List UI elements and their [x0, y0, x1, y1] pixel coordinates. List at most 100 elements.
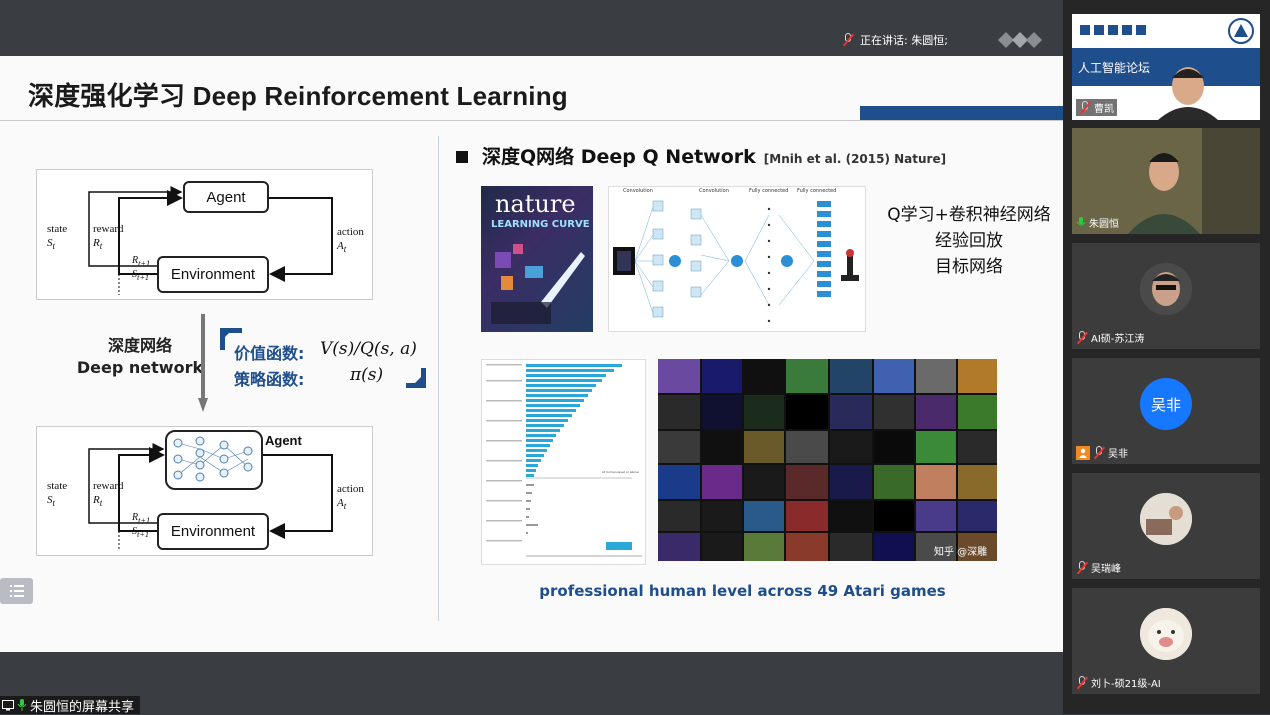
deep-network-caption: 深度网络 Deep network: [40, 335, 240, 379]
participant-name-tag: 吴瑞峰: [1076, 560, 1121, 575]
agent-label: Agent: [265, 433, 302, 448]
participant-name: 曹凯: [1094, 104, 1114, 115]
function-callout: 价值函数: V(s)/Q(s, a) 策略函数: π(s): [220, 328, 430, 390]
layer-label-fc2: Fully connected: [797, 188, 837, 194]
agent-network-node: [165, 430, 263, 490]
mic-on-icon: [17, 699, 27, 711]
university-logo-icon: [1080, 25, 1146, 35]
participant-name: 刘卜-硕21级-AI: [1091, 679, 1161, 690]
next-reward-label: Rt+1: [132, 255, 151, 268]
cover-art: [491, 244, 585, 324]
dqn-title: 深度Q网络 Deep Q Network: [482, 146, 756, 168]
value-function-math: V(s)/Q(s, a): [320, 339, 417, 359]
bullet-square-icon: [456, 151, 468, 163]
mic-on-icon: [1076, 216, 1086, 225]
participant-video: [1072, 128, 1260, 234]
rl-arrows-top: [88, 186, 333, 295]
value-function-label: 价值函数:: [234, 344, 305, 363]
participant-tile[interactable]: 吴非 吴非: [1072, 358, 1260, 464]
atari-screens-mosaic: [658, 359, 997, 561]
mic-muted-icon: [1079, 100, 1091, 115]
layer-label-conv1: Convolution: [623, 188, 653, 194]
feature-item: Q学习+卷积神经网络: [887, 205, 1051, 225]
participant-name-tag: AI硕-苏江涛: [1076, 330, 1144, 345]
nature-logo: nature: [495, 190, 576, 218]
next-state-label: St+1: [132, 269, 150, 282]
screen-share-indicator[interactable]: 朱圆恒的屏幕共享: [0, 696, 141, 715]
neural-network-icon: [173, 436, 253, 482]
next-reward-label: Rt+1: [132, 512, 151, 525]
meeting-bottom-bar: [0, 652, 1063, 714]
active-speaker-indicator: 正在讲话: 朱圆恒;: [842, 30, 948, 50]
title-underline: [0, 120, 1063, 121]
participant-name: 吴非: [1108, 449, 1128, 460]
mic-muted-icon: [842, 33, 854, 47]
layer-label-fc1: Fully connected: [749, 188, 789, 194]
policy-function-label: 策略函数:: [234, 370, 305, 389]
slide-title: 深度强化学习 Deep Reinforcement Learning: [28, 81, 568, 111]
rl-arrows-bottom: [88, 443, 333, 551]
games-watermark: 知乎 @深雕: [934, 547, 988, 558]
forum-title: 人工智能论坛: [1078, 61, 1151, 75]
dqn-architecture-figure: Convolution Convolution Fully connected …: [608, 186, 866, 332]
participant-name-tag: 刘卜-硕21级-AI: [1076, 675, 1161, 690]
list-menu-icon: [9, 585, 24, 597]
nature-headline: LEARNING CURVE: [491, 219, 590, 230]
atari-games-grid: 知乎 @深雕: [658, 359, 997, 561]
deep-network-cn: 深度网络: [107, 336, 172, 355]
forum-banner: 人工智能论坛: [1072, 48, 1260, 86]
feature-item: 经验回放: [935, 231, 1003, 251]
mic-muted-icon: [1076, 330, 1088, 345]
nature-cover-image: nature LEARNING CURVE: [481, 186, 593, 332]
active-speaker-label: 正在讲话: 朱圆恒;: [860, 34, 948, 47]
environment-node: Environment: [157, 256, 269, 293]
participant-name: 朱圆恒: [1089, 219, 1119, 230]
dqn-heading: 深度Q网络 Deep Q Network [Mnih et al. (2015)…: [456, 142, 946, 169]
participant-tile[interactable]: 朱圆恒: [1072, 128, 1260, 234]
callout-brackets: [220, 328, 426, 388]
feature-item: 目标网络: [935, 257, 1003, 277]
layer-label-conv2: Convolution: [699, 188, 729, 194]
title-accent-bar: [860, 106, 1063, 120]
bar-chart-graphic: [486, 364, 642, 557]
slide-menu-button[interactable]: [0, 578, 33, 604]
atari-score-bar-chart: At human-level or above: [481, 359, 646, 565]
participant-avatar: [1140, 493, 1192, 545]
participant-avatar: 吴非: [1140, 378, 1192, 430]
participant-tile[interactable]: AI硕-苏江涛: [1072, 243, 1260, 349]
participant-name: AI硕-苏江涛: [1091, 334, 1145, 345]
participant-name-tag: 吴非: [1076, 445, 1128, 460]
next-state-label: St+1: [132, 526, 150, 539]
games-caption: professional human level across 49 Atari…: [539, 582, 946, 600]
dqn-feature-list: Q学习+卷积神经网络 经验回放 目标网络: [884, 202, 1054, 280]
mic-muted-icon: [1076, 675, 1088, 690]
participant-tile[interactable]: 刘卜-硕21级-AI: [1072, 588, 1260, 694]
participant-avatar: [1140, 608, 1192, 660]
participant-avatar: [1140, 263, 1192, 315]
participant-tile[interactable]: 吴瑞峰: [1072, 473, 1260, 579]
deep-network-en: Deep network: [76, 358, 204, 377]
screen-share-label: 朱圆恒的屏幕共享: [30, 699, 135, 715]
participant-tile[interactable]: 人工智能论坛 曹凯: [1072, 14, 1260, 120]
bar-chart-note: At human-level or above: [602, 470, 639, 474]
participant-video: [1158, 67, 1218, 120]
dqn-citation: [Mnih et al. (2015) Nature]: [763, 152, 947, 166]
participant-name-tag: 曹凯: [1076, 99, 1117, 116]
shared-slide: 深度强化学习 Deep Reinforcement Learning Agent…: [0, 56, 1063, 652]
app-logo-icon: [998, 32, 1042, 48]
environment-node: Environment: [157, 513, 269, 550]
mic-muted-icon: [1076, 560, 1088, 575]
participant-name: 吴瑞峰: [1091, 564, 1121, 575]
meeting-top-bar: [0, 0, 1063, 56]
arrow-down-icon: [198, 314, 208, 412]
policy-function-math: π(s): [350, 365, 384, 385]
agent-node: Agent: [183, 181, 269, 213]
mic-muted-icon: [1093, 445, 1105, 460]
